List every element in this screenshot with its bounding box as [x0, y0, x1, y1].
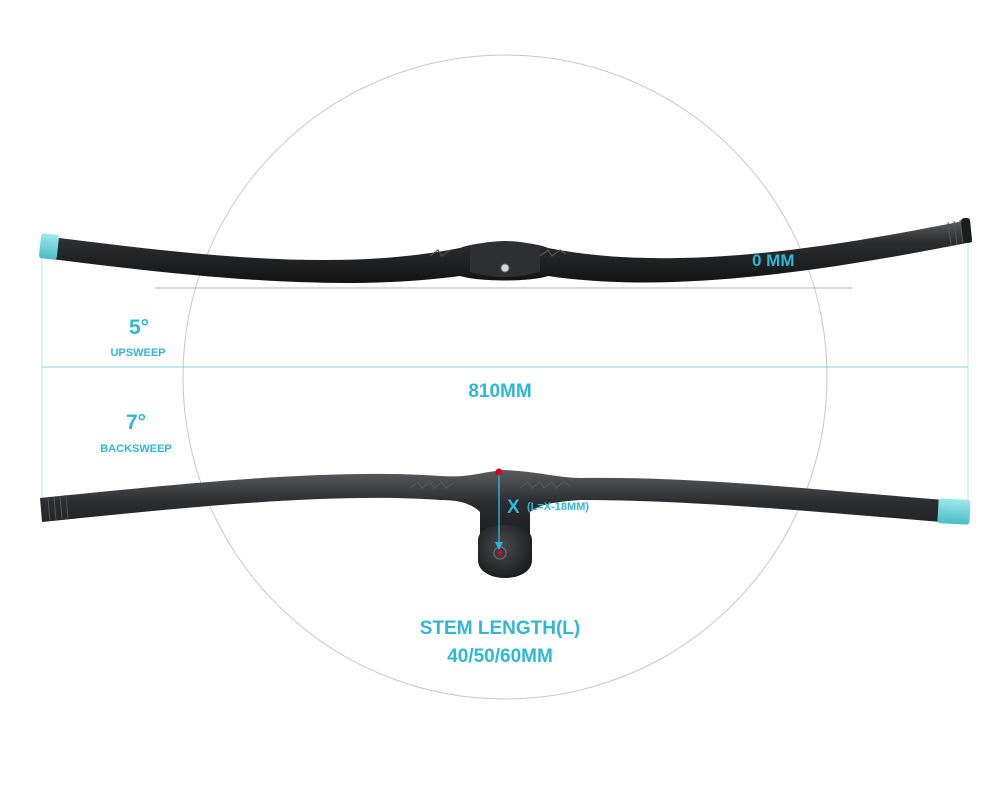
stem-length-title: STEM LENGTH(L) — [420, 618, 580, 639]
left-end-cap — [38, 233, 59, 260]
x-formula: (L=X-18MM) — [527, 501, 589, 513]
width-label: 810MM — [468, 381, 531, 402]
center-bolt — [500, 263, 510, 273]
upsweep-value: 5° — [129, 316, 149, 339]
x-label: X — [507, 497, 520, 518]
upsweep-label: UPSWEEP — [110, 347, 165, 359]
x-measure-top-marker — [495, 468, 503, 476]
handlebar-front-view — [38, 217, 973, 283]
backsweep-value: 7° — [126, 411, 146, 434]
right-end-cap — [937, 498, 971, 525]
reference-circle — [182, 54, 828, 700]
stem-length-values: 40/50/60MM — [447, 646, 553, 667]
rise-label: 0 MM — [752, 251, 795, 270]
backsweep-label: BACKSWEEP — [100, 443, 172, 455]
handlebar-top-view — [40, 468, 971, 578]
